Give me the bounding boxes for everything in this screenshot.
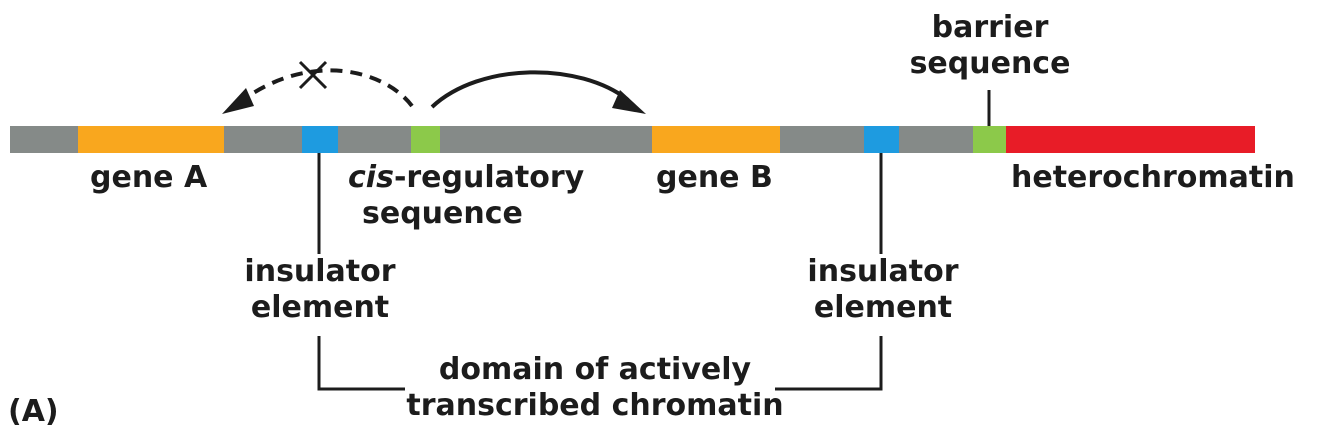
blocked-arrow <box>238 68 414 108</box>
domain-label-line2: transcribed chromatin <box>406 388 784 423</box>
insulator-left-line1: insulator <box>244 254 396 289</box>
domain-label-line1: domain of actively <box>438 352 752 387</box>
activation-arrowhead <box>612 90 646 114</box>
insulator-right-segment <box>864 126 899 153</box>
insulator-right-line1: insulator <box>807 254 959 289</box>
barrier-segment <box>973 126 1006 153</box>
barrier-label-line2: sequence <box>909 46 1071 81</box>
insulator-left-label: insulator element <box>230 254 410 326</box>
domain-label: domain of actively transcribed chromatin <box>395 352 795 424</box>
domain-bracket-left <box>317 336 405 391</box>
blocked-arrowhead <box>222 88 254 114</box>
insulator-left-segment <box>302 126 338 153</box>
heterochromatin-label: heterochromatin <box>1011 160 1295 195</box>
barrier-sequence-label: barrier sequence <box>905 10 1075 82</box>
activation-arrow <box>430 70 630 109</box>
cis-regulatory-label: cis-regulatory sequence <box>348 160 584 232</box>
block-cross-icon <box>298 60 328 90</box>
gene-a-segment <box>78 126 224 153</box>
panel-label: (A) <box>8 394 59 429</box>
domain-bracket-right <box>775 336 883 391</box>
heterochromatin-segment <box>1006 126 1255 153</box>
barrier-label-line1: barrier <box>931 10 1049 45</box>
gene-b-label: gene B <box>656 160 773 195</box>
cis-prefix: cis <box>348 160 394 195</box>
insulator-right-label: insulator element <box>793 254 973 326</box>
insulator-left-line2: element <box>250 290 390 325</box>
gene-a-label: gene A <box>90 160 208 195</box>
gene-b-segment <box>652 126 780 153</box>
cis-line2: sequence <box>362 196 523 231</box>
insulator-right-line2: element <box>813 290 953 325</box>
cis-rest: -regulatory <box>393 160 585 195</box>
cis-regulatory-segment <box>411 126 440 153</box>
